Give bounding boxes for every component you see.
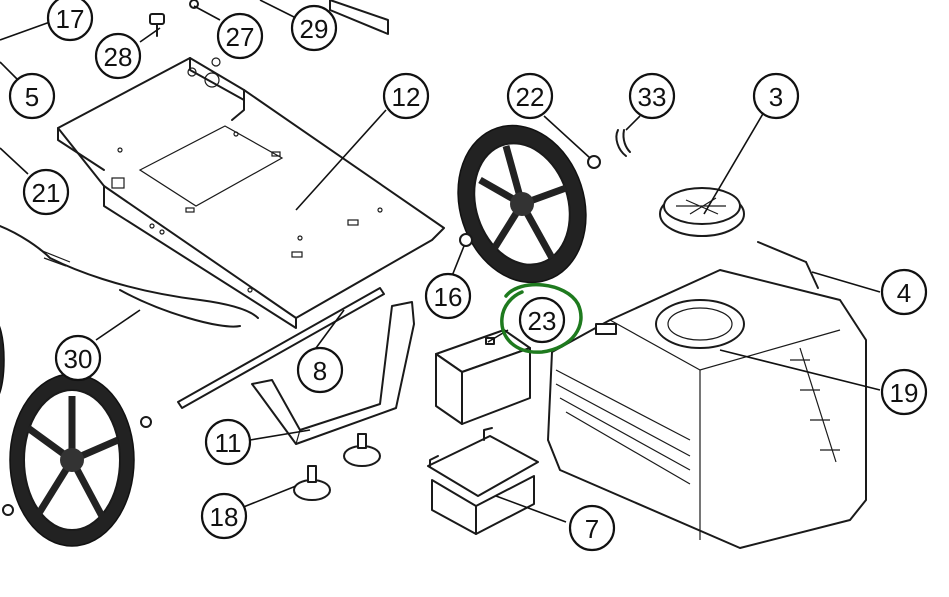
callout-bubble xyxy=(22,168,70,216)
callout-bubble xyxy=(204,418,252,466)
callout-label: 27 xyxy=(226,22,255,52)
callout-bubble xyxy=(8,72,56,120)
callout-label: 8 xyxy=(313,356,327,386)
callout-label: 22 xyxy=(516,82,545,112)
callout-label: 16 xyxy=(434,282,463,312)
callout-bubble xyxy=(628,72,676,120)
battery-tray-7 xyxy=(427,427,539,535)
callout-7: 7 xyxy=(568,504,616,552)
tank-cap xyxy=(659,187,745,237)
callout-bubble xyxy=(880,268,928,316)
cotter-pin-33 xyxy=(615,129,631,157)
battery-23 xyxy=(435,329,531,425)
callout-bubble xyxy=(200,492,248,540)
callout-label: 4 xyxy=(897,278,911,308)
callout-label: 19 xyxy=(890,378,919,408)
callout-33: 33 xyxy=(628,72,676,120)
callout-label: 17 xyxy=(56,4,85,34)
callout-bubble xyxy=(290,4,338,52)
nut xyxy=(140,416,152,428)
callout-11: 11 xyxy=(204,418,252,466)
chassis-plate xyxy=(57,57,445,329)
fuel-tank xyxy=(547,269,867,549)
callout-5: 5 xyxy=(8,72,56,120)
callout-28: 28 xyxy=(94,32,142,80)
callout-3: 3 xyxy=(752,72,800,120)
callout-bubble xyxy=(296,346,344,394)
callout-bubble xyxy=(382,72,430,120)
callout-highlight-23 xyxy=(500,282,583,354)
callout-23: 23 xyxy=(518,296,566,344)
callout-label: 12 xyxy=(392,82,421,112)
callout-29: 29 xyxy=(290,4,338,52)
left-wheel xyxy=(9,373,135,547)
callout-bubble xyxy=(216,12,264,60)
callout-27: 27 xyxy=(216,12,264,60)
callout-label: 5 xyxy=(25,82,39,112)
callout-17: 17 xyxy=(46,0,94,42)
callout-label: 28 xyxy=(104,42,133,72)
callout-label: 3 xyxy=(769,82,783,112)
callout-bubble xyxy=(506,72,554,120)
leader-lines xyxy=(0,0,881,523)
callout-18: 18 xyxy=(200,492,248,540)
callout-bubble xyxy=(568,504,616,552)
callout-bubble xyxy=(46,0,94,42)
right-wheel xyxy=(457,124,587,284)
nut-16 xyxy=(459,233,473,247)
callout-label: 29 xyxy=(300,14,329,44)
callout-label: 11 xyxy=(215,428,242,458)
callout-label: 33 xyxy=(638,82,667,112)
callout-label: 21 xyxy=(32,178,61,208)
left-wheel-partial xyxy=(0,325,5,395)
hardware-screw-27 xyxy=(189,0,199,9)
callout-label: 30 xyxy=(64,344,93,374)
axle-rod xyxy=(177,287,385,409)
foot-18b xyxy=(343,433,381,467)
callout-bubble xyxy=(54,334,102,382)
callout-label: 7 xyxy=(585,514,599,544)
callout-12: 12 xyxy=(382,72,430,120)
callout-19: 19 xyxy=(880,368,928,416)
pin-rod-4 xyxy=(757,241,819,289)
callout-8: 8 xyxy=(296,346,344,394)
callout-bubble xyxy=(424,272,472,320)
washer-22 xyxy=(587,155,601,169)
foot-18a xyxy=(293,465,331,501)
callout-21: 21 xyxy=(22,168,70,216)
callout-16: 16 xyxy=(424,272,472,320)
callout-bubble xyxy=(880,368,928,416)
callout-30: 30 xyxy=(54,334,102,382)
callout-label: 18 xyxy=(210,502,239,532)
handle-cable xyxy=(0,225,259,328)
callout-4: 4 xyxy=(880,268,928,316)
callout-22: 22 xyxy=(506,72,554,120)
callout-bubble xyxy=(94,32,142,80)
callout-bubble xyxy=(518,296,566,344)
hardware-bolt-28 xyxy=(149,13,165,37)
hardware-bracket-29 xyxy=(329,0,389,35)
callout-bubble xyxy=(752,72,800,120)
callout-label: 23 xyxy=(528,306,557,336)
washer-left xyxy=(2,504,14,516)
